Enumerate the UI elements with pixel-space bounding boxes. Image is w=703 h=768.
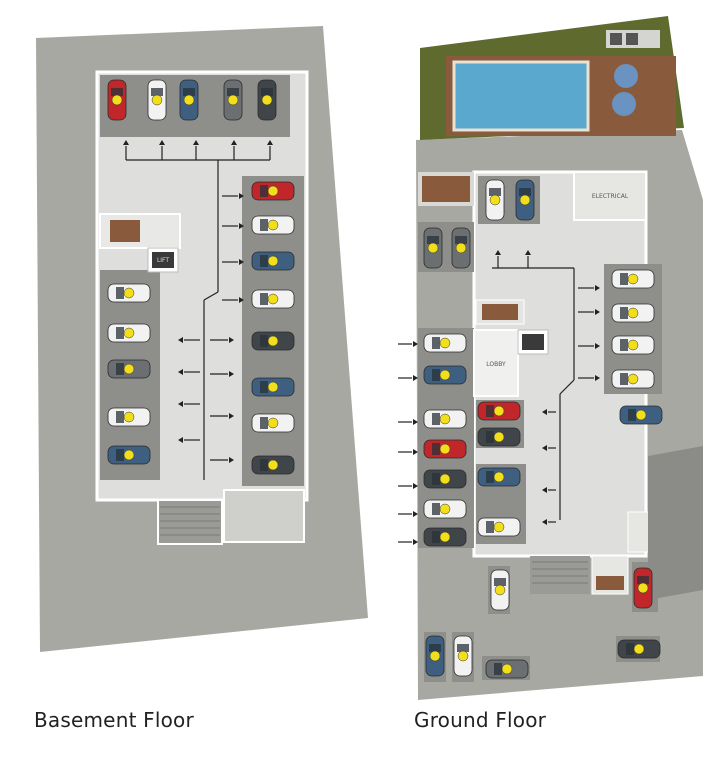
basement-site: LIFT <box>36 26 368 652</box>
car-icon <box>223 79 243 121</box>
car-icon <box>251 377 295 397</box>
car-icon <box>633 567 653 609</box>
lobby-label: LOBBY <box>486 361 506 368</box>
arrow-icon <box>231 140 237 145</box>
car-icon <box>423 365 467 385</box>
arrow-icon <box>239 193 244 199</box>
arrow-icon <box>178 337 183 343</box>
car-icon <box>425 635 445 677</box>
basement-lift-label: LIFT <box>157 257 169 264</box>
traffic-arrows <box>123 140 600 545</box>
car-icon <box>251 455 295 475</box>
car-icon <box>515 179 535 221</box>
car-icon <box>257 79 277 121</box>
arrow-icon <box>178 437 183 443</box>
arrow-icon <box>229 371 234 377</box>
car-icon <box>107 445 151 465</box>
arrow-icon <box>542 519 547 525</box>
electrical-room-label: ELECTRICAL <box>592 193 629 200</box>
car-icon <box>485 659 529 679</box>
arrow-icon <box>595 375 600 381</box>
car-icon <box>107 359 151 379</box>
car-icon <box>611 269 655 289</box>
car-icon <box>617 639 661 659</box>
arrow-icon <box>413 483 418 489</box>
arrow-icon <box>178 401 183 407</box>
car-icon <box>107 283 151 303</box>
car-icon <box>423 469 467 489</box>
car-icon <box>611 369 655 389</box>
umbrella-icon <box>614 64 638 88</box>
arrow-icon <box>203 291 219 301</box>
basement-floor-caption: Basement Floor <box>34 708 194 732</box>
car-icon <box>423 499 467 519</box>
car-icon <box>490 569 510 611</box>
car-icon <box>477 401 521 421</box>
arrow-icon <box>123 140 129 145</box>
arrow-icon <box>159 140 165 145</box>
arrow-icon <box>595 309 600 315</box>
car-icon <box>251 181 295 201</box>
car-icon <box>611 335 655 355</box>
arrow-icon <box>229 413 234 419</box>
car-icon <box>251 289 295 309</box>
car-icon <box>451 227 471 269</box>
arrow-icon <box>413 375 418 381</box>
car-icon <box>423 439 467 459</box>
ground-site: ELECTRICAL LOBBY <box>416 16 703 700</box>
arrow-icon <box>413 449 418 455</box>
arrow-icon <box>239 223 244 229</box>
arrow-icon <box>542 487 547 493</box>
arrow-icon <box>595 343 600 349</box>
arrow-icon <box>178 369 183 375</box>
arrow-icon <box>413 341 418 347</box>
arrow-icon <box>239 259 244 265</box>
parked-cars <box>107 79 663 679</box>
arrow-icon <box>229 457 234 463</box>
car-icon <box>423 227 443 269</box>
car-icon <box>179 79 199 121</box>
car-icon <box>107 323 151 343</box>
car-icon <box>251 215 295 235</box>
arrow-icon <box>559 379 575 395</box>
arrow-icon <box>193 140 199 145</box>
arrow-icon <box>595 285 600 291</box>
arrow-icon <box>267 140 273 145</box>
car-icon <box>107 407 151 427</box>
car-icon <box>477 427 521 447</box>
arrow-icon <box>495 250 501 255</box>
car-icon <box>477 467 521 487</box>
car-icon <box>107 79 127 121</box>
car-icon <box>147 79 167 121</box>
car-icon <box>611 303 655 323</box>
car-icon <box>423 409 467 429</box>
arrow-icon <box>413 511 418 517</box>
arrow-icon <box>413 419 418 425</box>
pool-icon <box>452 60 590 132</box>
arrow-icon <box>229 337 234 343</box>
arrow-icon <box>239 297 244 303</box>
car-icon <box>251 413 295 433</box>
car-icon <box>485 179 505 221</box>
car-icon <box>251 251 295 271</box>
ground-floor-caption: Ground Floor <box>414 708 547 732</box>
arrow-icon <box>542 445 547 451</box>
car-icon <box>251 331 295 351</box>
car-icon <box>453 635 473 677</box>
umbrella-icon <box>612 92 636 116</box>
car-icon <box>423 527 467 547</box>
car-icon <box>619 405 663 425</box>
arrow-icon <box>542 409 547 415</box>
car-icon <box>423 333 467 353</box>
arrow-icon <box>413 539 418 545</box>
arrow-icon <box>525 250 531 255</box>
car-icon <box>477 517 521 537</box>
